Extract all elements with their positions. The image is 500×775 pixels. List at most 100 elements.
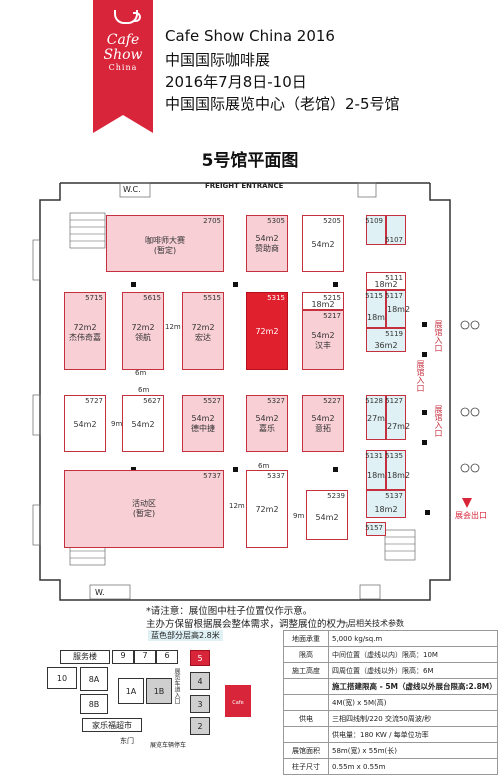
booth-5239[interactable]: 5239 54m2 xyxy=(306,490,348,540)
event-venue: 中国国际展览中心（老馆）2-5号馆 xyxy=(165,95,400,113)
table-row: 供电量：180 KW / 每单位功率 xyxy=(283,726,498,743)
cell-key: 展馆面积 xyxy=(283,742,329,759)
cell-key: 供电 xyxy=(283,710,329,727)
booth-size: 18m2 xyxy=(387,305,411,314)
cup-handle-icon xyxy=(133,12,141,22)
booth-5515[interactable]: 5515 72m2 宏达 xyxy=(182,292,224,370)
cell-value: 中间位置（虚线以内）限高：10M xyxy=(328,646,498,663)
booth-number: 5127 xyxy=(385,397,403,405)
booth-exhibitor: 领航 xyxy=(135,333,151,342)
booth-5615[interactable]: 5615 72m2 领航 xyxy=(122,292,164,370)
booth-5737[interactable]: 5737 活动区 (暂定) xyxy=(64,470,224,548)
booth-size: 54m2 xyxy=(255,234,279,243)
hall-entrance-1[interactable]: 展馆入口 xyxy=(434,320,443,352)
booth-exhibitor: 嘉乐 xyxy=(259,424,275,433)
event-name-en: Cafe Show China 2016 xyxy=(165,27,335,45)
booth-5107[interactable]: 5107 xyxy=(385,215,406,245)
booth-label: 咖啡师大赛 xyxy=(145,236,185,245)
cell-value: 4M(宽) x 5M(高) xyxy=(328,694,498,711)
table-row: 4M(宽) x 5M(高) xyxy=(283,694,498,711)
aisle-width: 6m xyxy=(138,386,150,394)
booth-5217[interactable]: 5217 54m2 汉丰 xyxy=(302,310,344,370)
booth-5157[interactable]: 5157 xyxy=(365,522,386,536)
cell-key xyxy=(283,726,329,743)
booth-number: 5128 xyxy=(365,397,383,405)
note-rights: 主办方保留根据展会整体需求，调整展位的权力。 xyxy=(146,619,356,630)
booth-5111[interactable]: 5111 18m2 xyxy=(366,272,406,290)
cell-value: 5,000 kg/sq.m xyxy=(328,630,498,647)
tech-table-heading: 一层相关技术参数 xyxy=(340,619,404,628)
site-hall-10: 10 xyxy=(47,667,77,689)
table-row: 限高中间位置（虚线以内）限高：10M xyxy=(283,646,498,663)
booth-5627[interactable]: 5627 54m2 xyxy=(122,395,164,452)
booth-5137[interactable]: 5137 18m2 xyxy=(366,490,406,518)
hall-entrance-3[interactable]: 展馆入口 xyxy=(416,360,425,392)
logo-text-china: China xyxy=(108,63,138,72)
site-east-gate: 东门 xyxy=(120,737,134,745)
site-hall-3[interactable]: 3 xyxy=(190,695,210,713)
booth-5109[interactable]: 5109 xyxy=(365,215,386,245)
booth-number: 5737 xyxy=(203,472,221,480)
cell-key xyxy=(283,694,329,711)
site-hall-7: 7 xyxy=(134,650,156,664)
site-hall-8a: 8A xyxy=(80,667,108,691)
booth-size: 72m2 xyxy=(255,327,279,336)
note-blue-height: 蓝色部分层高2.8米 xyxy=(148,630,223,641)
booth-number: 5527 xyxy=(203,397,221,405)
booth-5128[interactable]: 5128 27m2 xyxy=(365,395,390,440)
booth-size: 27m2 xyxy=(387,422,411,431)
wc-bottom-label: W. xyxy=(95,588,105,597)
booth-number: 5135 xyxy=(385,452,403,460)
booth-5305[interactable]: 5305 54m2 赞助商 xyxy=(246,215,288,272)
cell-value: 0.55m x 0.55m xyxy=(328,758,498,775)
site-hall-1b: 1B xyxy=(146,678,172,704)
booth-5715[interactable]: 5715 72m2 杰伟奇嘉 xyxy=(64,292,106,370)
site-hall-8b: 8B xyxy=(80,694,108,714)
exhibition-exit[interactable]: 展会出口 xyxy=(455,511,487,520)
booth-5527[interactable]: 5527 54m2 德中捷 xyxy=(182,395,224,452)
cell-value: 供电量：180 KW / 每单位功率 xyxy=(328,726,498,743)
hall-entrance-2[interactable]: 展馆入口 xyxy=(434,405,443,437)
booth-5337[interactable]: 5337 72m2 xyxy=(246,470,288,548)
booth-size: 54m2 xyxy=(315,513,339,522)
booth-size: 54m2 xyxy=(255,414,279,423)
page-title: 5号馆平面图 xyxy=(201,151,299,171)
aisle-width: 6m xyxy=(135,369,147,377)
booth-5119[interactable]: 5119 36m2 xyxy=(366,328,406,352)
booth-size: 18m2 xyxy=(367,471,391,480)
site-hall-2[interactable]: 2 xyxy=(190,717,210,735)
booth-5327[interactable]: 5327 54m2 嘉乐 xyxy=(246,395,288,452)
booth-number: 2705 xyxy=(203,217,221,225)
booth-5117[interactable]: 5117 18m2 xyxy=(385,290,411,328)
booth-5115[interactable]: 5115 18m2 xyxy=(365,290,391,328)
cell-value: 四周位置（虚线以外）限高：6M xyxy=(328,662,498,679)
booth-size: 54m2 xyxy=(311,414,335,423)
booth-5127[interactable]: 5127 27m2 xyxy=(385,395,411,440)
booth-size: 54m2 xyxy=(311,240,335,249)
booth-5315[interactable]: 5315 72m2 xyxy=(246,292,288,370)
booth-5135[interactable]: 5135 18m2 xyxy=(385,450,411,490)
logo-small-text: Cafe xyxy=(232,700,244,706)
cell-key: 柱子尺寸 xyxy=(283,758,329,775)
table-row: 施工搭建限高 - 5M（虚线以外展台限高:2.8M） xyxy=(283,678,498,695)
site-hall-5[interactable]: 5 xyxy=(190,650,210,666)
booth-size: 18m2 xyxy=(367,313,391,322)
booth-5215[interactable]: 5215 18m2 xyxy=(302,292,344,310)
booth-5205[interactable]: 5205 54m2 xyxy=(302,215,344,272)
logo-text-show: Show xyxy=(103,47,143,63)
booth-exhibitor: 宏达 xyxy=(195,333,211,342)
booth-number: 5205 xyxy=(323,217,341,225)
site-hall-4[interactable]: 4 xyxy=(190,672,210,690)
booth-number: 5615 xyxy=(143,294,161,302)
booth-number: 5117 xyxy=(385,292,403,300)
booth-exhibitor: 意拓 xyxy=(315,424,331,433)
booth-size: 18m2 xyxy=(387,471,411,480)
site-supermarket: 家乐福超市 xyxy=(82,718,142,732)
event-dates: 2016年7月8日-10日 xyxy=(165,73,307,91)
booth-5227[interactable]: 5227 54m2 意拓 xyxy=(302,395,344,452)
booth-5727[interactable]: 5727 54m2 xyxy=(64,395,106,452)
booth-2705[interactable]: 2705 咖啡师大赛 (暂定) xyxy=(106,215,224,272)
booth-5131[interactable]: 5131 18m2 xyxy=(365,450,391,490)
